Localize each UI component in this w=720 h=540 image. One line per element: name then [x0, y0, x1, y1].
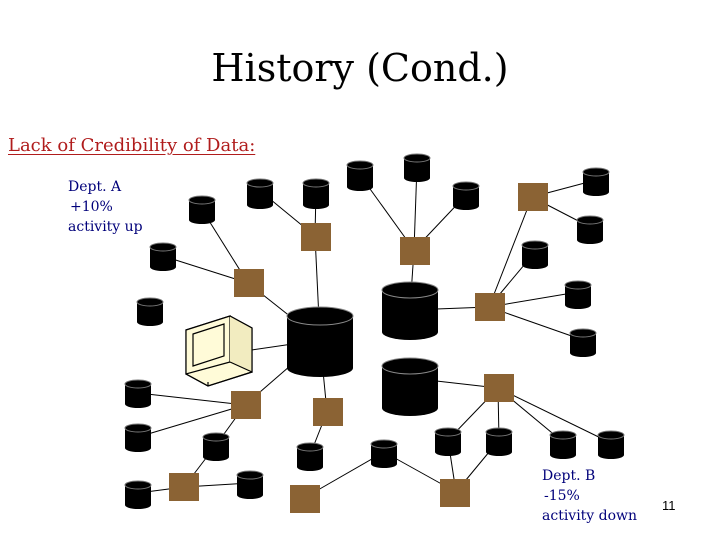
large-database-icon	[381, 281, 439, 340]
extract-box	[301, 223, 331, 251]
database-icon	[564, 280, 592, 309]
small-databases	[124, 153, 625, 509]
database-icon	[149, 242, 177, 271]
database-icon	[246, 178, 274, 209]
extract-box	[169, 473, 199, 501]
terminal-icon	[185, 315, 253, 387]
extract-box	[290, 485, 320, 513]
page-number: 11	[662, 498, 676, 513]
extract-box	[475, 293, 505, 321]
database-icon	[124, 423, 152, 452]
extract-box	[231, 391, 261, 419]
database-icon	[302, 178, 330, 209]
database-icon	[434, 427, 462, 456]
database-icon	[236, 470, 264, 499]
dept-b-name: Dept. B	[542, 468, 596, 484]
extract-box	[440, 479, 470, 507]
dept-a-name: Dept. A	[68, 179, 122, 195]
extract-box	[234, 269, 264, 297]
database-icon	[202, 432, 230, 461]
database-icon	[403, 153, 431, 182]
database-icon	[188, 195, 216, 224]
dept-a-note: activity up	[68, 219, 143, 235]
database-icon	[346, 160, 374, 191]
database-icon	[296, 442, 324, 471]
database-icon	[549, 430, 577, 459]
database-icon	[124, 379, 152, 408]
dept-b-label: Dept. B -15% activity down	[542, 466, 637, 526]
large-database-icon	[286, 306, 354, 377]
extract-boxes	[169, 183, 548, 513]
central-databases	[286, 281, 439, 416]
database-icon	[136, 297, 164, 326]
dept-b-change: -15%	[544, 488, 580, 504]
database-icon	[569, 328, 597, 357]
database-icon	[582, 167, 610, 196]
database-icon	[576, 215, 604, 244]
extract-box	[400, 237, 430, 265]
extract-box	[484, 374, 514, 402]
dept-a-label: Dept. A +10% activity up	[68, 177, 143, 237]
database-icon	[597, 430, 625, 459]
database-icon	[521, 240, 549, 269]
dept-a-change: +10%	[70, 199, 113, 215]
extract-box	[313, 398, 343, 426]
database-icon	[370, 439, 398, 468]
slide-title: History (Cond.)	[211, 46, 509, 90]
dept-b-note: activity down	[542, 508, 638, 524]
database-icon	[485, 427, 513, 456]
database-icon	[452, 181, 480, 210]
database-icon	[124, 480, 152, 509]
slide-subtitle: Lack of Credibility of Data:	[8, 135, 256, 156]
large-database-icon	[381, 357, 439, 416]
extract-box	[518, 183, 548, 211]
